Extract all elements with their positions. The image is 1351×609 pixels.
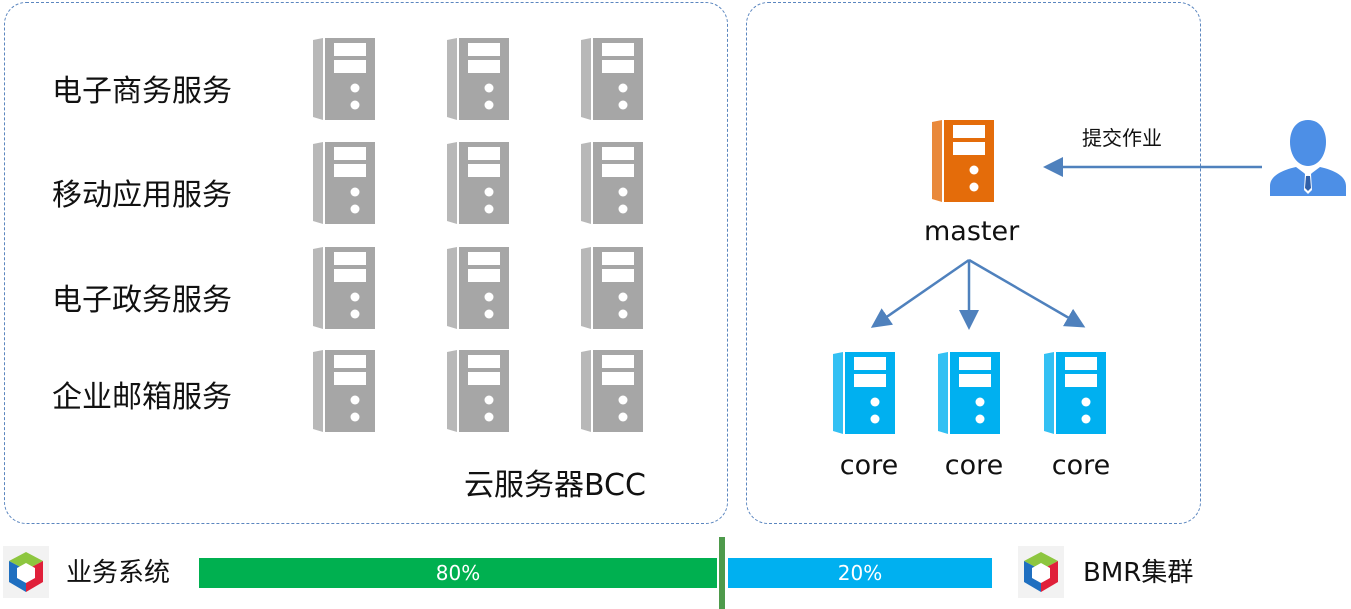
legend-bmr-label: BMR集群 bbox=[1083, 558, 1194, 588]
legend-biz-label: 业务系统 bbox=[66, 558, 171, 588]
submit-job-label: 提交作业 bbox=[1082, 126, 1162, 150]
biz-share-bar: 80% bbox=[199, 558, 717, 588]
core-server-icon bbox=[938, 352, 1000, 434]
server-icon bbox=[313, 142, 375, 224]
service-label-ecommerce: 电子商务服务 bbox=[52, 74, 232, 109]
master-server-icon bbox=[932, 120, 994, 202]
server-icon bbox=[447, 350, 509, 432]
core-label-3: core bbox=[1051, 450, 1111, 481]
bmr-share-bar: 20% bbox=[728, 558, 992, 588]
bmr-percent-label: 20% bbox=[837, 561, 883, 585]
server-icon bbox=[313, 247, 375, 329]
server-icon bbox=[581, 350, 643, 432]
core-server-icon bbox=[1044, 352, 1106, 434]
server-icon bbox=[447, 247, 509, 329]
cube-logo-icon bbox=[3, 546, 49, 598]
server-icon bbox=[313, 350, 375, 432]
service-label-email: 企业邮箱服务 bbox=[52, 380, 232, 415]
master-label: master bbox=[924, 216, 1020, 247]
business-system-panel bbox=[4, 2, 728, 524]
server-icon bbox=[447, 38, 509, 120]
core-label-1: core bbox=[839, 450, 899, 481]
server-icon bbox=[581, 142, 643, 224]
share-divider bbox=[719, 537, 725, 609]
server-icon bbox=[313, 38, 375, 120]
bcc-label: 云服务器BCC bbox=[464, 468, 646, 503]
server-icon bbox=[447, 142, 509, 224]
server-icon bbox=[581, 247, 643, 329]
core-server-icon bbox=[833, 352, 895, 434]
service-label-egov: 电子政务服务 bbox=[52, 283, 232, 318]
user-icon bbox=[1270, 120, 1346, 196]
cube-logo-icon bbox=[1018, 546, 1064, 598]
server-icon bbox=[581, 38, 643, 120]
core-label-2: core bbox=[944, 450, 1004, 481]
service-label-mobile: 移动应用服务 bbox=[52, 178, 232, 213]
biz-percent-label: 80% bbox=[435, 561, 481, 585]
bmr-cluster-panel bbox=[746, 2, 1201, 524]
